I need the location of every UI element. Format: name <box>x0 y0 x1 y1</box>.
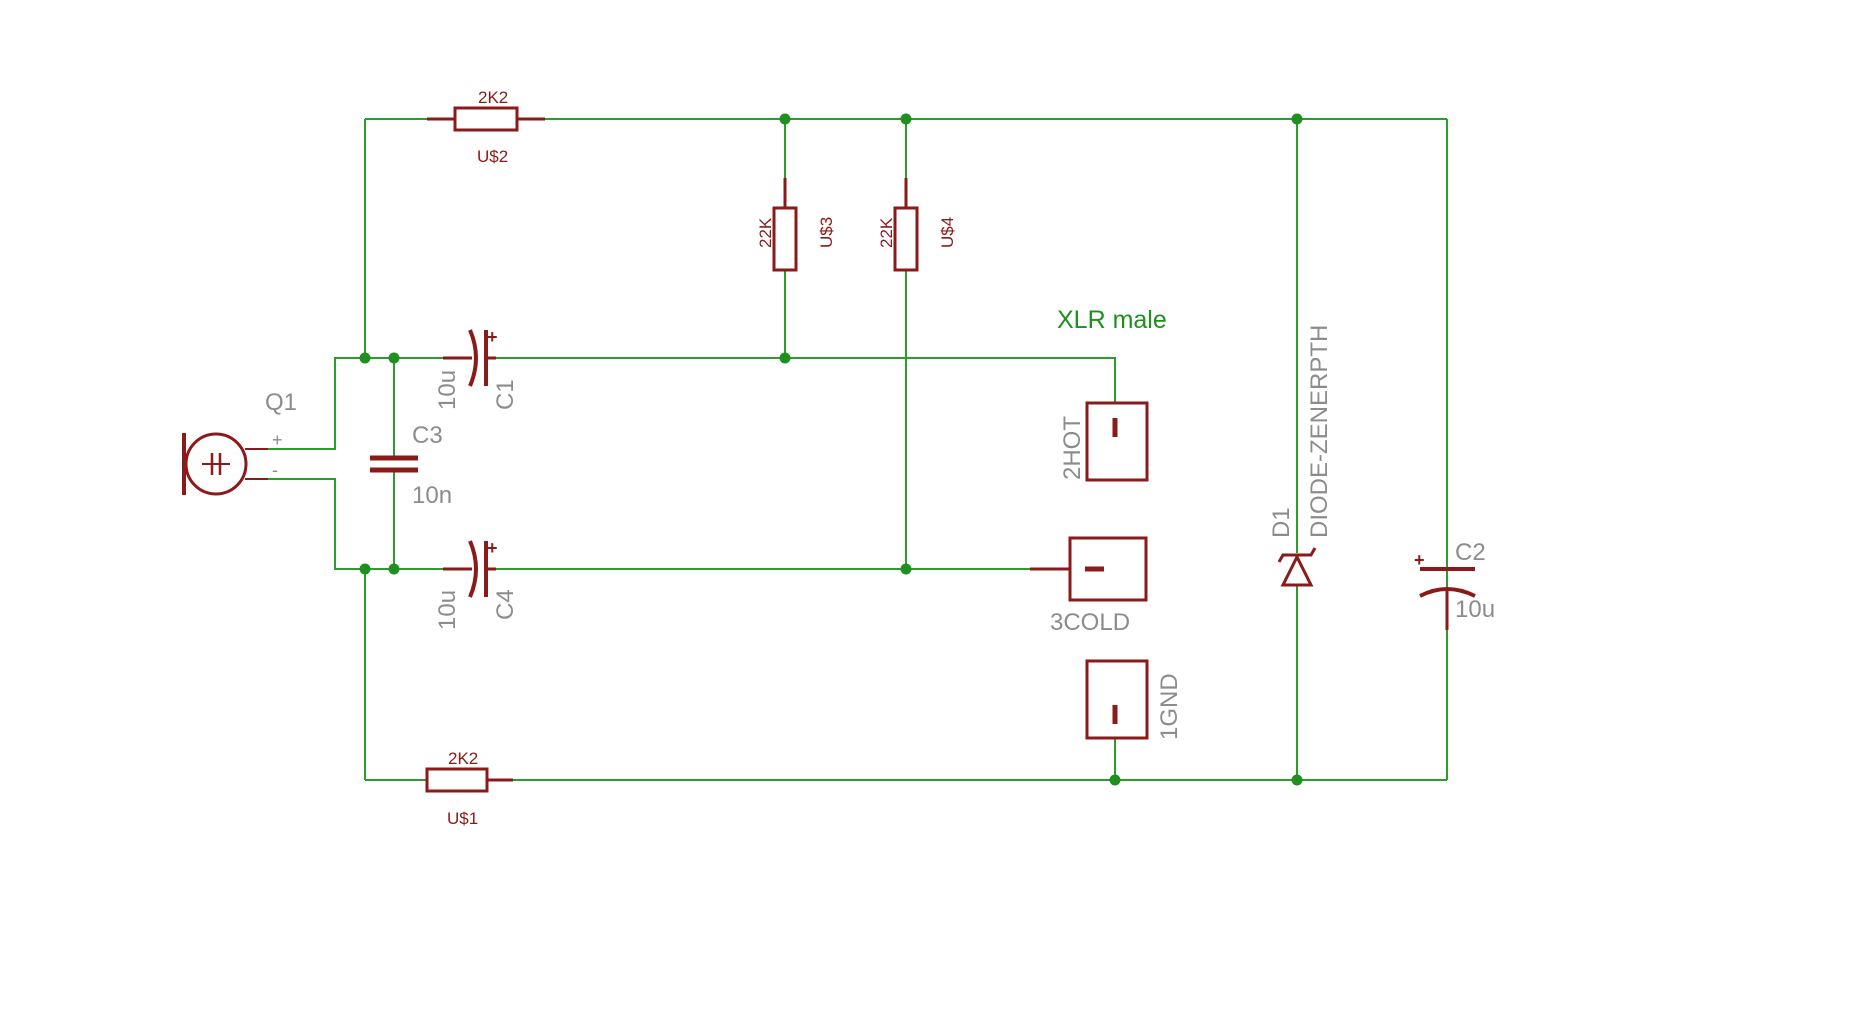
diode-d1[interactable]: D1 DIODE-ZENERPTH <box>1268 325 1333 587</box>
junction-dot <box>1291 774 1303 786</box>
resistor-body <box>425 767 489 793</box>
pin-label: 2HOT <box>1059 416 1086 480</box>
resistor-ref-label: U$3 <box>817 217 836 248</box>
capacitor-c1[interactable]: + 10u C1 <box>434 327 519 410</box>
diode-triangle-icon <box>1280 553 1314 587</box>
cap-ref-label: C1 <box>492 379 519 410</box>
resistor-u1[interactable]: 2K2 U$1 <box>425 749 513 828</box>
mic-minus-label: - <box>272 460 278 480</box>
cap-curved-plate <box>468 540 478 598</box>
xlr-title: XLR male <box>1057 306 1167 334</box>
junction-dot <box>779 113 791 125</box>
cap-polarity-label: + <box>487 538 498 558</box>
mic-plus-label: + <box>272 430 283 450</box>
diode-value-label: DIODE-ZENERPTH <box>1306 325 1333 538</box>
capacitor-c4[interactable]: + 10u C4 <box>434 538 519 630</box>
xlr-pin-cold[interactable]: 3COLD <box>1030 536 1148 636</box>
cap-ref-label: C4 <box>492 589 519 620</box>
resistor-value-label: 22K <box>877 217 896 248</box>
cap-value-label: 10n <box>412 482 452 509</box>
capacitor-c3[interactable]: C3 10n <box>370 422 452 509</box>
junction-dot <box>900 113 912 125</box>
cap-polarity-label: + <box>487 327 498 347</box>
junction-dot <box>388 352 400 364</box>
resistor-ref-label: U$4 <box>938 217 957 248</box>
resistor-u4[interactable]: 22K U$4 <box>877 178 957 272</box>
resistor-value-label: 2K2 <box>478 88 508 107</box>
cap-value-label: 10u <box>434 370 461 410</box>
mic-capsule-icon <box>184 432 248 496</box>
resistor-u3[interactable]: 22K U$3 <box>756 178 836 272</box>
cap-curved-plate <box>468 329 478 387</box>
cap-polarity-label: + <box>1414 550 1425 570</box>
pin-label: 3COLD <box>1050 609 1130 636</box>
mic-ref-label: Q1 <box>265 389 297 416</box>
resistor-ref-label: U$1 <box>447 809 478 828</box>
junction-dot <box>1109 774 1121 786</box>
junction-dot <box>1291 113 1303 125</box>
wire-hot <box>496 357 1116 403</box>
pin-box <box>1068 536 1148 602</box>
resistor-body <box>453 106 519 132</box>
junction-dot <box>359 563 371 575</box>
resistor-ref-label: U$2 <box>477 147 508 166</box>
junctions <box>359 113 1303 786</box>
cap-value-label: 10u <box>1455 596 1495 623</box>
resistor-value-label: 22K <box>756 217 775 248</box>
resistor-value-label: 2K2 <box>448 749 478 768</box>
junction-dot <box>779 352 791 364</box>
xlr-connector[interactable]: XLR male 2HOT 3COLD 1GND <box>1030 306 1183 740</box>
resistor-u2[interactable]: 2K2 U$2 <box>427 88 545 166</box>
capacitor-c2[interactable]: + C2 10u <box>1414 539 1495 630</box>
pin-box <box>1085 659 1149 740</box>
junction-dot <box>359 352 371 364</box>
cap-ref-label: C3 <box>412 422 443 449</box>
cap-value-label: 10u <box>434 590 461 630</box>
pin-box <box>1085 401 1149 482</box>
junction-dot <box>900 563 912 575</box>
resistor-body <box>772 206 798 272</box>
diode-cathode-bar <box>1277 547 1317 563</box>
wires <box>245 118 1448 781</box>
diode-ref-label: D1 <box>1268 507 1295 538</box>
resistor-body <box>893 206 919 272</box>
cap-ref-label: C2 <box>1455 539 1486 566</box>
junction-dot <box>388 563 400 575</box>
mic-q1[interactable]: Q1 + - <box>182 389 297 496</box>
xlr-pin-hot[interactable]: 2HOT <box>1059 401 1149 482</box>
xlr-pin-gnd[interactable]: 1GND <box>1085 659 1183 740</box>
pin-label: 1GND <box>1156 673 1183 740</box>
